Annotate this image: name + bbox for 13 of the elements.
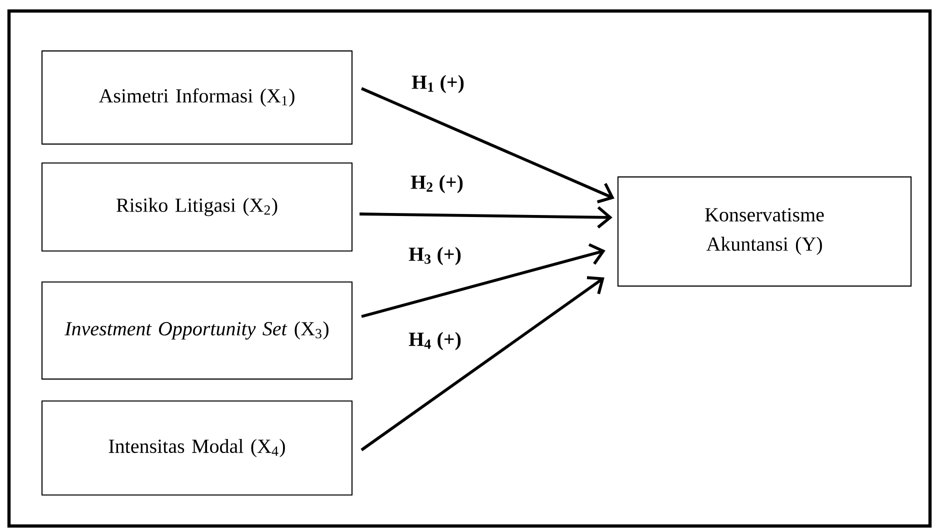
variable-box: Konservatisme Akuntansi (Y)	[617, 176, 912, 287]
arrow	[360, 206, 612, 228]
edge-label: H$_{1}$ (+)	[412, 74, 464, 94]
arrow	[361, 243, 606, 318]
edge-label: H$_{3}$ (+)	[408, 246, 461, 266]
variable-box: Investment Opportunity Set (X$_{3}$)	[41, 281, 353, 380]
variable-box: Risiko Litigasi (X$_{2}$)	[41, 162, 353, 252]
arrow	[360, 87, 614, 204]
edge-label: H$_{4}$ (+)	[408, 332, 461, 350]
arrow	[360, 276, 604, 452]
edge-label: H$_{2}$ (+)	[410, 174, 463, 194]
variable-box: Intensitas Modal (X$_{4}$)	[41, 400, 353, 496]
variable-box: Asimetri Informasi (X$_{1}$)	[41, 50, 353, 145]
